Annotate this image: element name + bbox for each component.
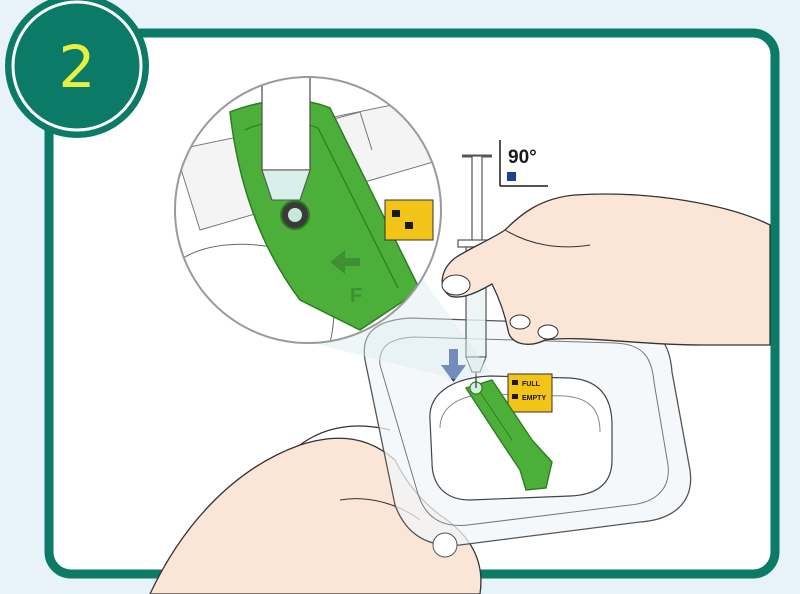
step-number: 2 (59, 33, 96, 101)
upper-hand (441, 193, 771, 346)
fill-indicator: FULL EMPTY (507, 373, 553, 413)
angle-indicator: 90° (499, 140, 548, 187)
zoom-letter: F (350, 285, 362, 307)
full-label: FULL (522, 381, 541, 388)
zoom-direction-arrow-icon (330, 250, 360, 274)
empty-label: EMPTY (522, 395, 546, 402)
right-angle-icon (507, 172, 516, 181)
push-down-arrow-icon (441, 349, 466, 382)
green-adapter (464, 379, 553, 491)
angle-label: 90° (508, 147, 537, 168)
zoom-circle-outline (174, 76, 442, 344)
zoom-cone (300, 275, 490, 380)
step-badge: 2 (5, 0, 149, 138)
